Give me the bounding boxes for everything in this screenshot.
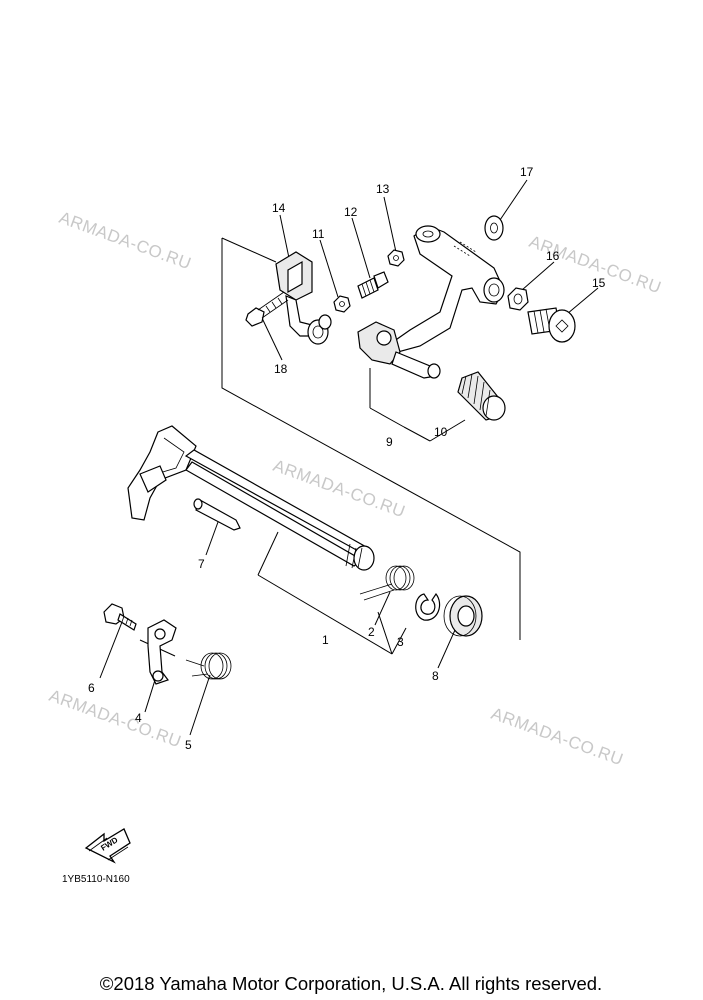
part-9-shift-pedal	[357, 225, 505, 379]
callout-16: 16	[546, 249, 560, 263]
callout-8: 8	[432, 669, 439, 683]
part-6-bolt	[103, 603, 137, 631]
diagram-code: 1YB5110-N160	[62, 874, 130, 885]
callout-9: 9	[386, 435, 393, 449]
callout-13: 13	[376, 182, 390, 196]
callout-5: 5	[185, 738, 192, 752]
part-15-bolt	[527, 307, 576, 343]
callout-11: 11	[312, 227, 325, 241]
callout-1: 1	[322, 633, 329, 647]
part-4-stopper-lever	[147, 619, 177, 685]
callout-14: 14	[272, 201, 286, 215]
assembly-outline	[139, 237, 521, 657]
part-8-oil-seal	[443, 595, 483, 637]
copyright-text: ©2018 Yamaha Motor Corporation, U.S.A. A…	[100, 973, 602, 994]
callout-7: 7	[198, 557, 205, 571]
callout-10: 10	[434, 425, 448, 439]
part-18-bolt	[245, 291, 289, 327]
watermark: ARMADA-CO.RU	[489, 704, 626, 769]
watermark: ARMADA-CO.RU	[47, 686, 184, 751]
part-14-clamp	[275, 251, 332, 345]
part-7-pin	[193, 498, 241, 531]
part-3-circlip	[415, 592, 441, 621]
callout-6: 6	[88, 681, 95, 695]
callout-17: 17	[520, 165, 534, 179]
leader-lines	[99, 179, 599, 736]
watermark: ARMADA-CO.RU	[57, 208, 194, 273]
part-10-pedal-rubber	[457, 371, 506, 421]
part-12-bolt	[357, 271, 389, 299]
part-5-spring	[185, 652, 232, 680]
callout-3: 3	[397, 635, 404, 649]
callout-15: 15	[592, 276, 606, 290]
fwd-arrow-icon: FWD	[84, 828, 131, 864]
part-13-nut	[387, 249, 405, 267]
part-2-spring	[359, 565, 415, 601]
callout-12: 12	[344, 205, 358, 219]
callout-labels: 1 2 3 4 5 6 7 8 9 10 11 12 13 14 15 16 1…	[88, 165, 606, 752]
part-11-nut	[333, 295, 351, 313]
callout-4: 4	[135, 711, 142, 725]
callout-2: 2	[368, 625, 375, 639]
part-1-shift-shaft	[127, 425, 375, 571]
part-16-washer	[507, 287, 529, 311]
part-17-washer	[484, 215, 504, 241]
callout-18: 18	[274, 362, 288, 376]
